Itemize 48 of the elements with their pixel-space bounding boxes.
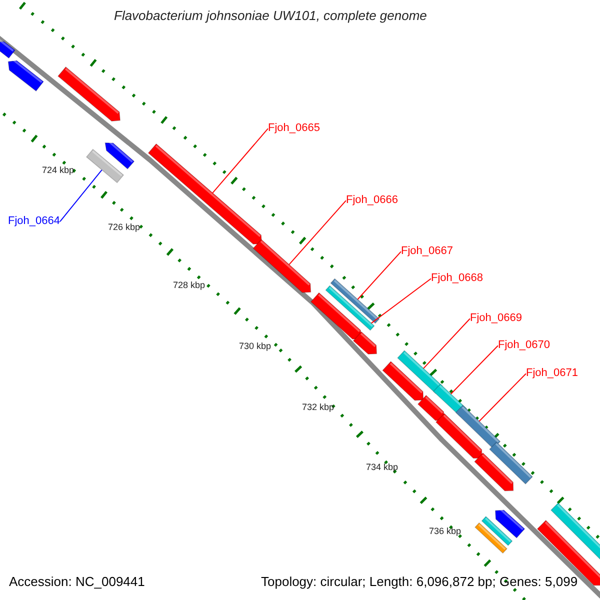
scale-label: 724 kbp [42,165,74,175]
title: Flavobacterium johnsoniae UW101, complete genome [114,8,427,23]
gene-feature [148,143,262,245]
leader-line [423,318,470,369]
scale-label: 736 kbp [429,526,462,536]
gene-feature [382,361,424,401]
scale-label: 726 kbp [108,222,140,232]
leader-line [288,200,346,266]
gene-feature [8,58,44,92]
gene-label: Fjoh_0664 [8,215,60,227]
leader-line [60,169,102,222]
gene-label: Fjoh_0670 [498,339,550,351]
gene-feature [0,38,16,59]
leader-line [370,278,432,324]
gene-feature [481,516,513,546]
gene-label: Fjoh_0666 [346,194,398,206]
gene-feature [57,66,121,122]
gene-feature [104,140,135,170]
gene-feature [397,350,443,394]
genome-info-text: Topology: circular; Length: 6,096,872 bp; Genes: 5,099 [261,574,578,589]
leader-line [478,373,526,422]
gene-label: Fjoh_0669 [470,312,522,324]
leader-line [450,345,498,394]
leader-line [212,128,268,194]
gene-feature [550,502,600,562]
gene-feature [86,148,124,184]
gene-feature [252,238,312,293]
gene-feature [330,278,380,324]
scale-label: 734 kbp [366,462,398,472]
gene-feature [494,507,526,538]
gene-feature [474,522,508,554]
gene-feature [488,441,534,485]
gene-label: Fjoh_0668 [431,272,483,284]
scale-label: 730 kbp [239,341,272,351]
gene-label: Fjoh_0671 [526,367,578,379]
accession-text: Accession: NC_009441 [9,574,145,589]
scale-label: 732 kbp [302,402,334,412]
gene-feature [474,452,514,492]
gene-feature [455,404,501,450]
gene-feature [310,292,362,340]
gene-feature [325,285,375,331]
gene-label: Fjoh_0665 [268,122,320,134]
scale-label: 728 kbp [173,280,206,290]
gene-label: Fjoh_0667 [401,245,453,257]
gene-feature [435,412,482,459]
leader-line [357,251,402,300]
gene-feature [417,394,444,421]
gene-feature [352,331,378,355]
